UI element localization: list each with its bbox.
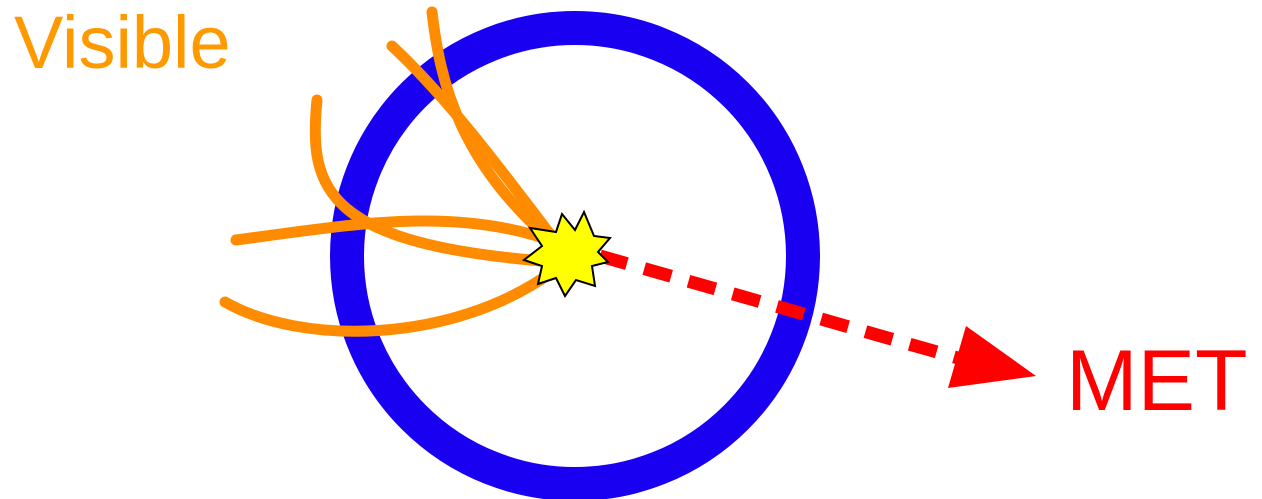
met-arrowhead: [948, 326, 1036, 388]
track-5: [225, 272, 552, 331]
met-label: MET: [1066, 338, 1248, 424]
visible-tracks: [225, 12, 562, 331]
visible-label: Visible: [14, 6, 231, 80]
